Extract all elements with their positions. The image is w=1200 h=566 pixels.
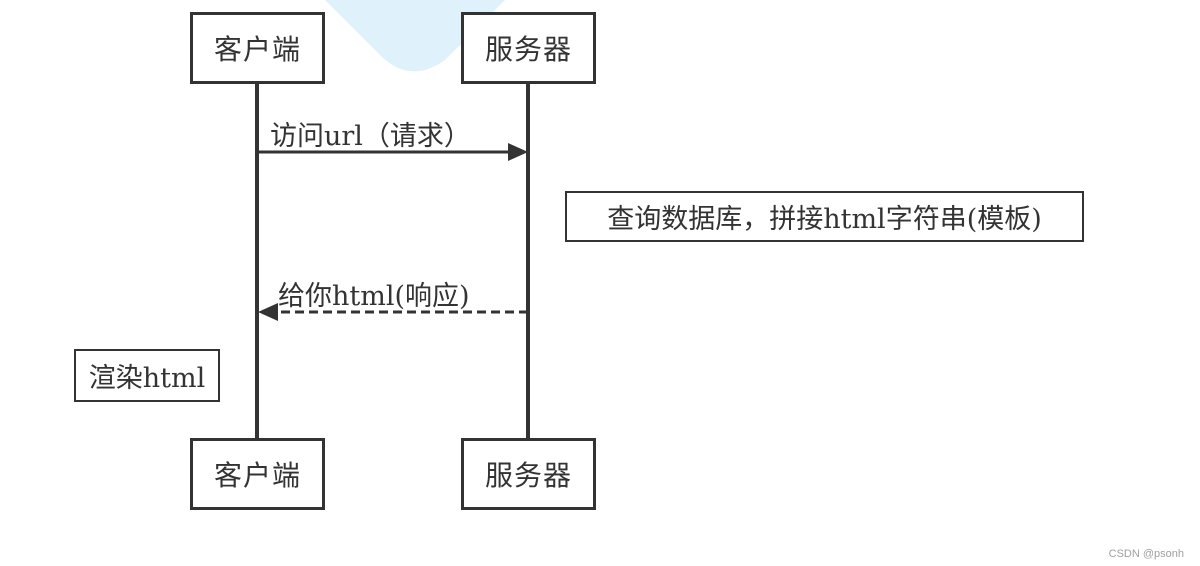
background-decoration bbox=[325, 0, 505, 72]
client-participant-bottom-label: 客户端 bbox=[213, 459, 301, 492]
server-note-text: 查询数据库，拼接html字符串(模板) bbox=[607, 204, 1042, 235]
server-participant-top-label: 服务器 bbox=[484, 33, 572, 66]
server-participant-bottom-label: 服务器 bbox=[484, 459, 572, 492]
server-note: 查询数据库，拼接html字符串(模板) bbox=[565, 191, 1084, 242]
client-participant-bottom: 客户端 bbox=[190, 438, 325, 510]
client-participant-top: 客户端 bbox=[190, 12, 325, 84]
request-message-label: 访问url（请求） bbox=[270, 121, 471, 152]
server-participant-bottom: 服务器 bbox=[461, 438, 596, 510]
client-note-text: 渲染html bbox=[88, 363, 206, 394]
response-arrowhead bbox=[258, 303, 278, 321]
client-participant-top-label: 客户端 bbox=[213, 33, 301, 66]
request-arrowhead bbox=[508, 143, 528, 161]
csdn-watermark: CSDN @psonh bbox=[1108, 548, 1184, 560]
response-message-label: 给你html(响应) bbox=[278, 281, 470, 312]
server-participant-top: 服务器 bbox=[461, 12, 596, 84]
client-note: 渲染html bbox=[74, 349, 220, 402]
